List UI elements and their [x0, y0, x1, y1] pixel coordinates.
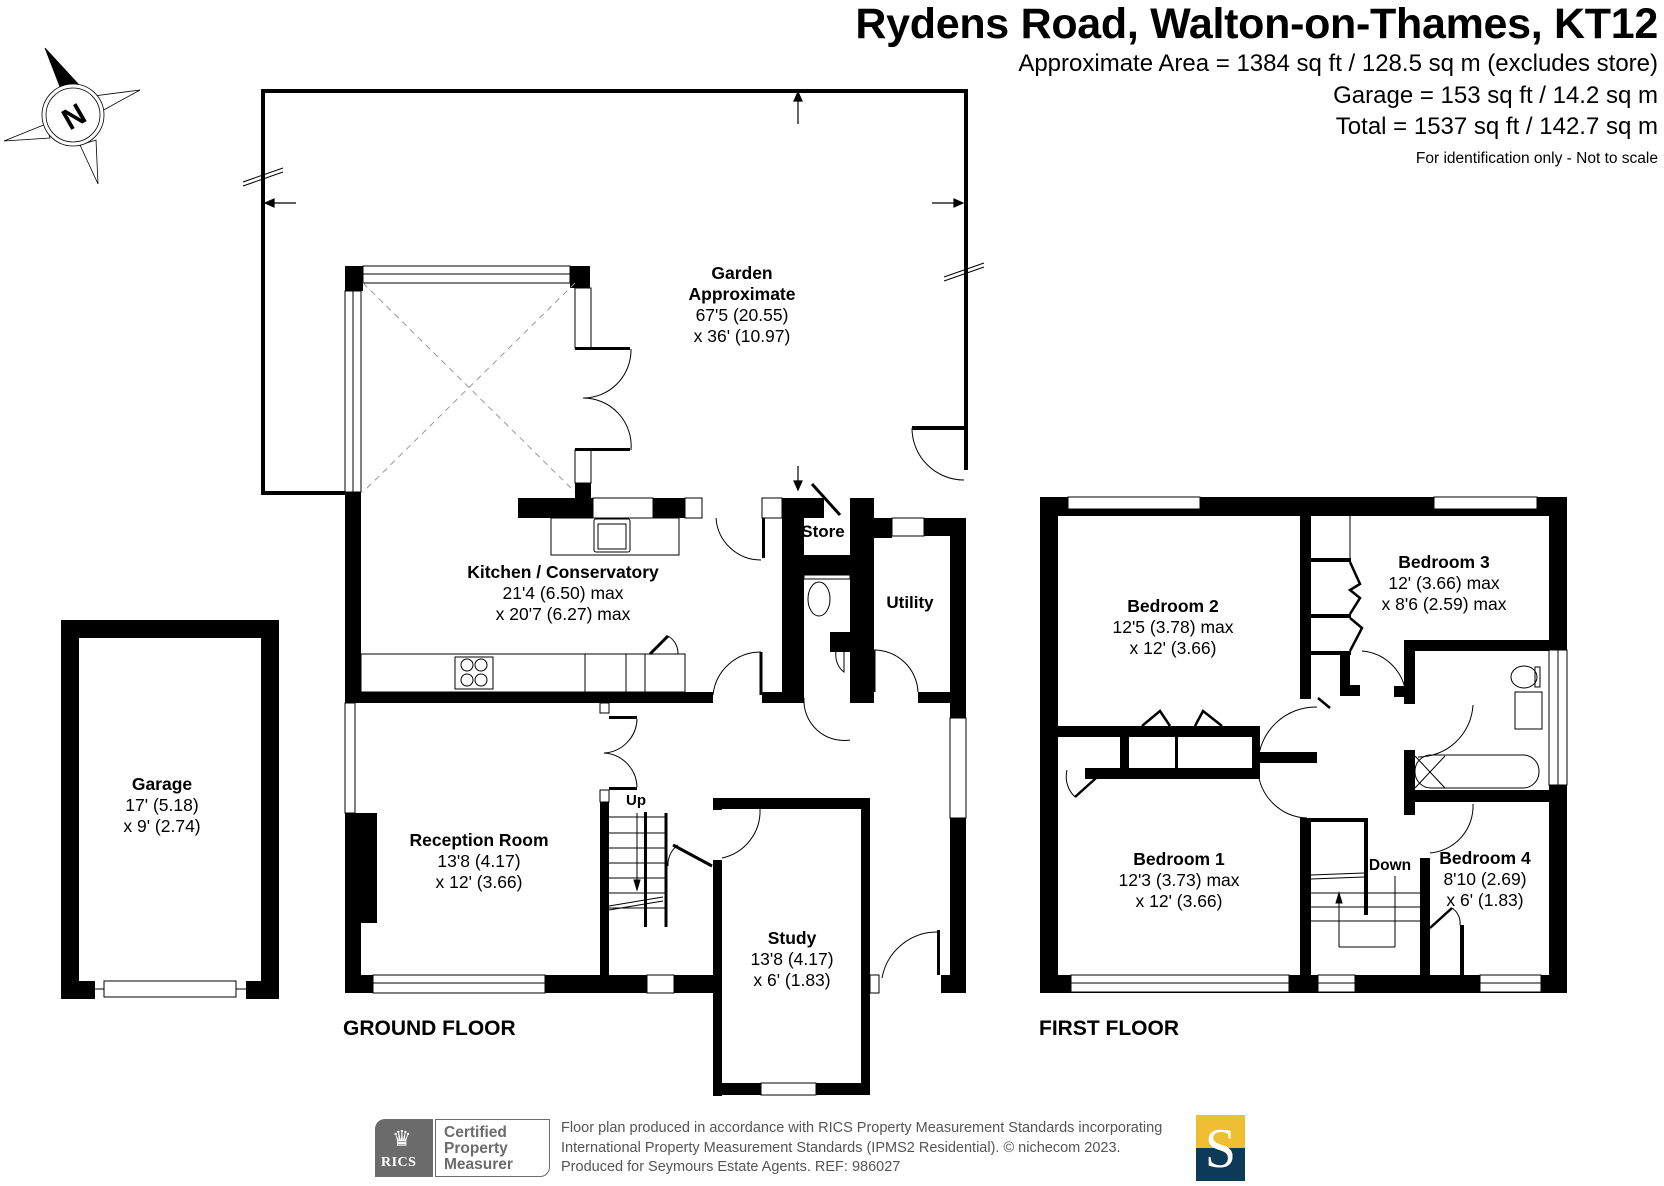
room-label-garden: Garden Approximate 67'5 (20.55) x 36' (1…	[689, 263, 796, 347]
first-floor-label: FIRST FLOOR	[1039, 1017, 1179, 1040]
rics-certified-badge: ♛ RICS Certified Property Measurer	[375, 1119, 550, 1177]
footer-line: International Property Measurement Stand…	[561, 1139, 1121, 1156]
room-dimension: x 12' (3.66)	[1129, 638, 1217, 658]
badge-line: Property	[444, 1140, 508, 1157]
ground-floor-fittings	[360, 282, 939, 979]
rics-logo: ♛ RICS	[375, 1119, 433, 1177]
room-name: Study	[767, 928, 817, 948]
badge-line: Measurer	[444, 1156, 513, 1173]
garden-dimension-arrows	[242, 90, 985, 492]
room-dimension: x 20'7 (6.27) max	[495, 604, 631, 624]
room-label-bedroom-2: Bedroom 2 12'5 (3.78) max x 12' (3.66)	[1112, 596, 1233, 659]
room-dimension: x 12' (3.66)	[1135, 891, 1223, 911]
room-name: Kitchen / Conservatory	[467, 562, 659, 582]
room-dimension: x 12' (3.66)	[435, 872, 523, 892]
room-dimension: 67'5 (20.55)	[695, 305, 789, 325]
room-dimension: 13'8 (4.17)	[437, 851, 521, 871]
room-dimension: 12'5 (3.78) max	[1112, 617, 1234, 637]
footer-line: Produced for Seymours Estate Agents. REF…	[561, 1159, 901, 1175]
room-name: Garden	[711, 263, 773, 283]
first-floor-fittings	[1065, 561, 1543, 948]
room-name: Garage	[131, 774, 193, 794]
approximate-area: Approximate Area = 1384 sq ft / 128.5 sq…	[1018, 50, 1658, 77]
property-title: Rydens Road, Walton-on-Thames, KT12	[855, 0, 1658, 48]
room-label-bedroom-3: Bedroom 3 12' (3.66) max x 8'6 (2.59) ma…	[1382, 552, 1507, 615]
room-label-bedroom-1: Bedroom 1 12'3 (3.73) max x 12' (3.66)	[1118, 849, 1239, 912]
garage-walls	[61, 620, 279, 999]
ground-floor-label: GROUND FLOOR	[343, 1017, 516, 1040]
room-label-garage: Garage 17' (5.18) x 9' (2.74)	[123, 774, 200, 837]
room-dimension: x 6' (1.83)	[1446, 890, 1524, 910]
room-dimension: 13'8 (4.17)	[750, 949, 834, 969]
north-arrow-compass-icon: N	[3, 47, 141, 185]
garden-outline	[261, 89, 968, 495]
room-dimension: 17' (5.18)	[125, 795, 199, 815]
room-dimension: 12'3 (3.73) max	[1118, 870, 1240, 890]
logo-letter: S	[1204, 1118, 1237, 1180]
room-dimension: x 9' (2.74)	[123, 816, 201, 836]
seymours-logo: S	[1196, 1115, 1245, 1181]
disclaimer-note: For identification only - Not to scale	[1415, 150, 1658, 167]
room-name: Reception Room	[409, 830, 549, 850]
first-floor-walls	[1040, 496, 1568, 993]
rics-text: RICS	[381, 1155, 417, 1170]
total-area: Total = 1537 sq ft / 142.7 sq m	[1335, 113, 1658, 140]
room-label-reception-room: Reception Room 13'8 (4.17) x 12' (3.66)	[409, 830, 548, 893]
stairs-down-label: Down	[1368, 857, 1412, 874]
room-dimension: 8'10 (2.69)	[1443, 869, 1527, 889]
room-name: Bedroom 3	[1398, 552, 1490, 572]
room-dimension: 21'4 (6.50) max	[502, 583, 624, 603]
room-dimension: 12' (3.66) max	[1388, 573, 1500, 593]
logo-gold-band	[1196, 1115, 1245, 1148]
stairs-up-label: Up	[626, 792, 646, 809]
footer-line: Floor plan produced in accordance with R…	[561, 1120, 1163, 1136]
logo-navy-band	[1196, 1148, 1245, 1181]
room-label-kitchen-conservatory: Kitchen / Conservatory 21'4 (6.50) max x…	[467, 562, 659, 625]
room-dimension: x 36' (10.97)	[693, 326, 791, 346]
badge-line: Certified	[444, 1124, 507, 1141]
room-label-bedroom-4: Bedroom 4 8'10 (2.69) x 6' (1.83)	[1439, 848, 1530, 911]
room-label-utility: Utility	[886, 593, 934, 612]
room-dimension: x 6' (1.83)	[753, 970, 831, 990]
ground-floor-walls	[344, 265, 967, 1096]
room-name: Bedroom 4	[1439, 848, 1531, 868]
garage-area: Garage = 153 sq ft / 14.2 sq m	[1333, 82, 1658, 109]
room-label-study: Study 13'8 (4.17) x 6' (1.83)	[750, 928, 833, 991]
certified-property-measurer: Certified Property Measurer	[435, 1119, 550, 1177]
garden-door-swing	[911, 427, 965, 481]
room-name-qualifier: Approximate	[688, 284, 796, 304]
room-label-store: Store	[801, 522, 845, 541]
room-dimension: x 8'6 (2.59) max	[1381, 594, 1507, 614]
rics-lion-icon: ♛	[392, 1126, 412, 1151]
room-name: Bedroom 1	[1133, 849, 1225, 869]
footer-disclaimer: Floor plan produced in accordance with R…	[561, 1119, 1162, 1178]
room-name: Bedroom 2	[1127, 596, 1219, 616]
